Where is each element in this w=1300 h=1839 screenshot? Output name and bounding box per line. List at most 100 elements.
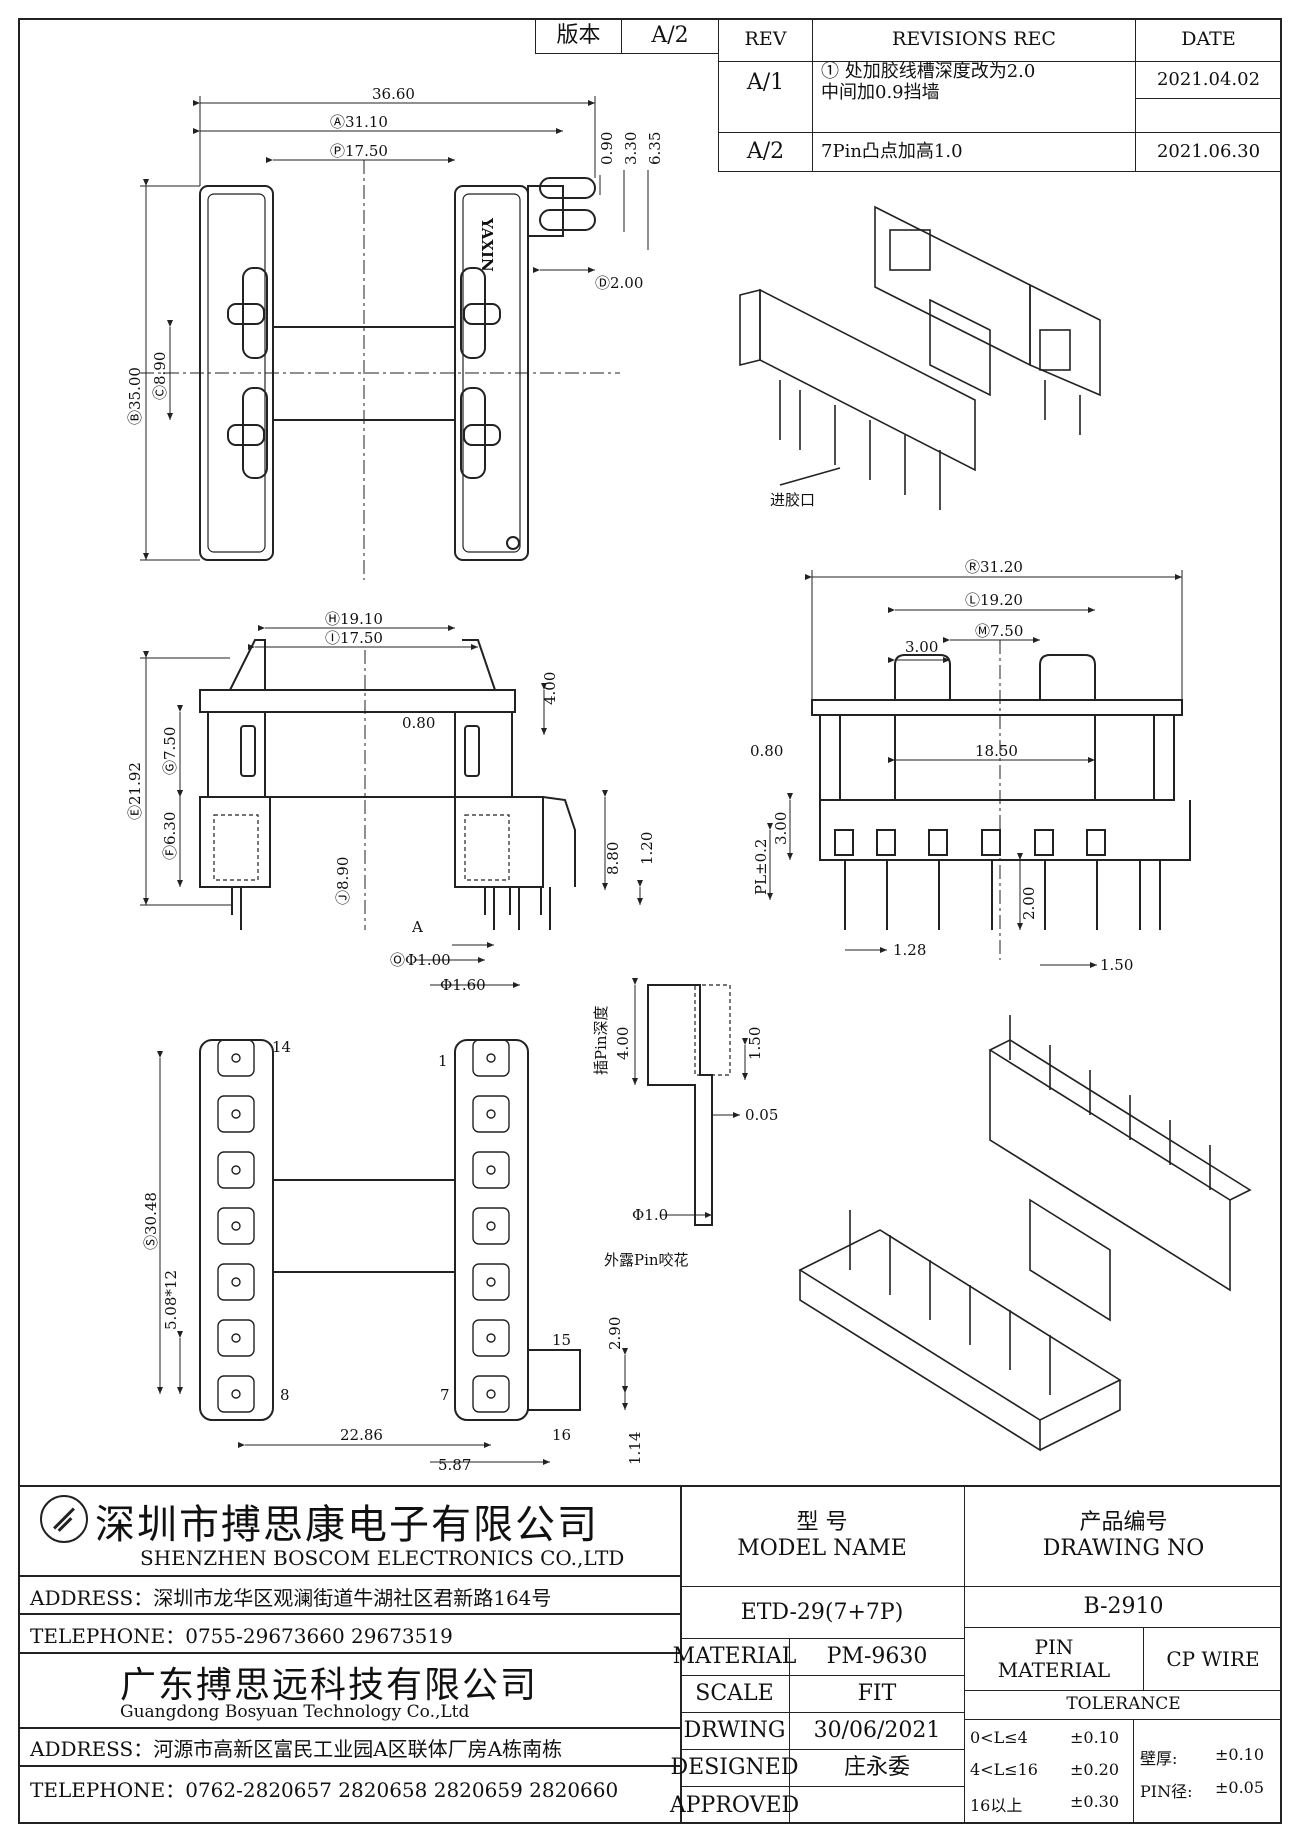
company2-en: Guangdong Bosyuan Technology Co.,Ltd: [120, 1702, 470, 1722]
rev-row-2-date: 2021.06.30: [1135, 132, 1282, 172]
dim-front-7-50: Ⓖ7.50: [161, 727, 179, 775]
pin-number-14: 14: [272, 1038, 291, 1056]
dim-bottom-5-08x12: 5.08*12: [162, 1270, 180, 1330]
section-label: A: [411, 918, 423, 936]
dim-side-19-20: Ⓛ19.20: [965, 591, 1023, 609]
pin-hole: [486, 1053, 496, 1063]
pin-dia-value: ±0.05: [1215, 1778, 1265, 1797]
tol-value-3: ±0.30: [1070, 1792, 1120, 1811]
version-label: 版本: [535, 18, 622, 54]
pin-number-7: 7: [440, 1386, 450, 1404]
dim-front-4-00: 4.00: [541, 672, 559, 705]
rule: [18, 1575, 680, 1577]
rev-row-1-line2: 中间加0.9挡墙: [821, 81, 940, 103]
dim-top-35-00: Ⓑ35.00: [126, 367, 144, 425]
drawing-date-label: DRWING: [680, 1712, 790, 1750]
rev-row-1-line1: 处加胶线槽深度改为2.0: [844, 61, 1036, 82]
pin-pad: [472, 1207, 510, 1245]
telephone1: TELEPHONE：0755-29673660 29673519: [30, 1624, 453, 1648]
drawing-date-value: 30/06/2021: [789, 1712, 965, 1750]
dim-front-19-10: Ⓗ19.10: [325, 610, 383, 628]
dim-side-3-00-top: 3.00: [905, 638, 938, 656]
pin-hole: [486, 1109, 496, 1119]
pin-pad: [472, 1319, 510, 1357]
dim-pin-1-50: 1.50: [746, 1027, 764, 1060]
pin-hole: [231, 1389, 241, 1399]
pin-hole: [486, 1221, 496, 1231]
pin-material-value: CP WIRE: [1143, 1627, 1282, 1691]
drawing-frame: [18, 18, 1282, 1824]
dim-bottom-2-90: 2.90: [606, 1317, 624, 1350]
pin-pad: [217, 1151, 255, 1189]
pin-note: 外露Pin咬花: [604, 1251, 689, 1269]
drawing-no-en: DRAWING NO: [1042, 1535, 1205, 1561]
tol-range-2: 4<L≤16: [970, 1760, 1038, 1779]
dim-side-18-50: 18.50: [975, 742, 1018, 760]
dim-side-2-00: 2.00: [1020, 887, 1038, 920]
title-block-rule: [18, 1485, 1282, 1487]
wall-label: 壁厚:: [1140, 1749, 1178, 1768]
pin-dia-label: PIN径:: [1140, 1782, 1193, 1801]
top-view: [140, 160, 620, 580]
telephone2: TELEPHONE：0762-2820657 2820658 2820659 2…: [30, 1778, 619, 1802]
pin-number-15: 15: [552, 1331, 571, 1349]
pin-pad: [472, 1039, 510, 1077]
company-logo-icon: [40, 1495, 88, 1543]
dim-front-8-90: Ⓙ8.90: [334, 857, 352, 905]
pin-number-16: 16: [552, 1426, 571, 1444]
pin-pad: [472, 1095, 510, 1133]
tol-range-3: 16以上: [970, 1796, 1023, 1815]
dim-bottom-22-86: 22.86: [340, 1426, 383, 1444]
pin-pad: [472, 1151, 510, 1189]
model-en: MODEL NAME: [737, 1535, 907, 1561]
pin-pad: [217, 1039, 255, 1077]
pin-hole: [486, 1333, 496, 1343]
pin-material-label: PIN MATERIAL: [964, 1627, 1144, 1691]
dim-pin-4-00: 4.00: [614, 1027, 632, 1060]
drawing-no-cn: 产品编号: [1079, 1510, 1168, 1536]
dim-top-3-30: 3.30: [622, 132, 640, 165]
dim-side-1-28: 1.28: [893, 941, 926, 959]
dim-front-1-20: 1.20: [638, 832, 656, 865]
dim-side-pl: PL±0.2: [752, 839, 770, 895]
company1-cn: 深圳市搏思康电子有限公司: [95, 1502, 599, 1548]
rule: [18, 1765, 680, 1767]
designed-value: 庄永委: [789, 1749, 965, 1787]
rev-row-2-rev: A/2: [718, 132, 813, 172]
pin-pad: [217, 1263, 255, 1301]
logo-yaxin: YAXIN: [478, 217, 496, 272]
drawing-no-value: B-2910: [964, 1586, 1282, 1628]
wall-value: ±0.10: [1215, 1745, 1265, 1764]
pin-hole: [231, 1109, 241, 1119]
tol-value-2: ±0.20: [1070, 1760, 1120, 1779]
dim-front-8-80: 8.80: [604, 842, 622, 875]
pin-hole: [231, 1053, 241, 1063]
pin-pad: [217, 1095, 255, 1133]
rev-marker: ①: [821, 61, 839, 82]
rule: [18, 1727, 680, 1729]
dim-pin-0-05: 0.05: [745, 1106, 778, 1124]
dim-side-31-20: Ⓡ31.20: [965, 558, 1023, 576]
dim-front-phi-1-60: Φ1.60: [440, 976, 486, 994]
pin-pad: [217, 1319, 255, 1357]
material-value: PM-9630: [789, 1638, 965, 1676]
pin-detail: [632, 978, 748, 1226]
pin-hole: [486, 1165, 496, 1175]
dim-side-1-50: 1.50: [1100, 956, 1133, 974]
pin-pad: [217, 1207, 255, 1245]
iso-view-top: [739, 205, 1101, 510]
side-view: [811, 640, 1191, 960]
model-name-header: 型 号 MODEL NAME: [680, 1485, 965, 1587]
front-view: [199, 639, 576, 930]
bottom-view: [199, 1039, 581, 1421]
technical-drawing: 36.60 Ⓐ31.10 Ⓟ17.50 0.90 3.30 6.35 Ⓓ2.00…: [126, 85, 1252, 1474]
iso-view-bottom: [798, 1015, 1252, 1452]
approved-label: APPROVED: [670, 1786, 799, 1824]
dim-front-phi-1-00: ⓄΦ1.00: [390, 951, 451, 969]
dim-front-17-50: Ⓘ17.50: [325, 629, 383, 647]
top-view-dims: [140, 96, 649, 561]
dim-top-17-50: Ⓟ17.50: [330, 142, 388, 160]
dim-side-0-80: 0.80: [750, 742, 783, 760]
pin-hole: [231, 1165, 241, 1175]
gate-label: 进胶口: [770, 491, 815, 509]
